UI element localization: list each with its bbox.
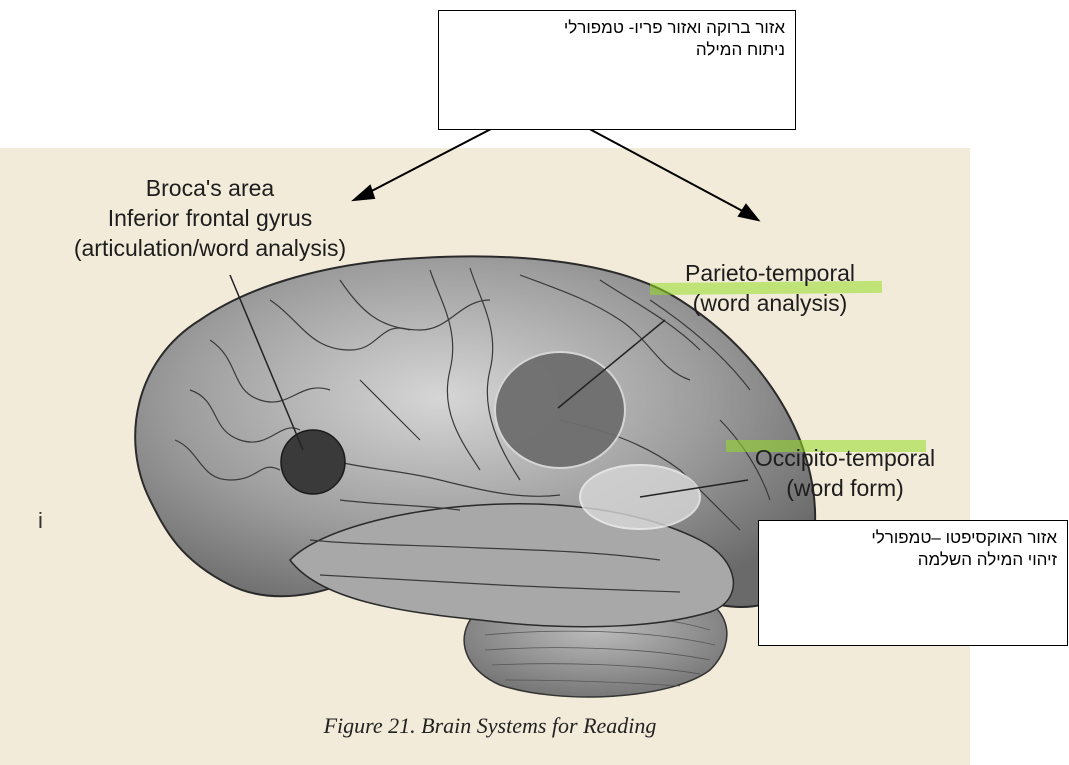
parieto-label-line1: Parieto-temporal <box>640 258 900 288</box>
top-callout-line2: ניתוח המילה <box>449 39 785 61</box>
parieto-label-line2: (word analysis) <box>640 288 900 318</box>
broca-label-line2: Inferior frontal gyrus <box>40 203 380 233</box>
occipito-label: Occipito-temporal (word form) <box>730 443 960 503</box>
bottom-callout-line1: אזור האוקסיפטו –טמפורלי <box>769 527 1057 549</box>
parieto-label: Parieto-temporal (word analysis) <box>640 258 900 318</box>
bottom-callout-line2: זיהוי המילה השלמה <box>769 549 1057 571</box>
top-callout-line1: אזור ברוקה ואזור פריו- טמפורלי <box>449 17 785 39</box>
broca-region <box>281 430 345 494</box>
figure-caption: Figure 21. Brain Systems for Reading <box>210 713 770 739</box>
occipito-label-line2: (word form) <box>730 473 960 503</box>
broca-label: Broca's area Inferior frontal gyrus (art… <box>40 173 380 263</box>
broca-label-line3: (articulation/word analysis) <box>40 233 380 263</box>
stray-mark: i <box>38 508 43 533</box>
occipito-label-line1: Occipito-temporal <box>730 443 960 473</box>
broca-label-line1: Broca's area <box>40 173 380 203</box>
top-callout-box: אזור ברוקה ואזור פריו- טמפורלי ניתוח המי… <box>438 10 796 130</box>
bottom-callout-box: אזור האוקסיפטו –טמפורלי זיהוי המילה השלמ… <box>758 520 1068 646</box>
